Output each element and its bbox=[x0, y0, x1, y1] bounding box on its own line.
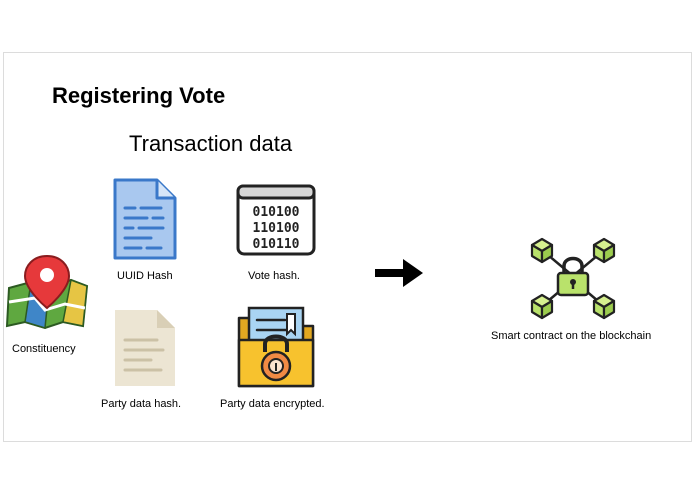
blockchain-lock-icon bbox=[528, 236, 618, 320]
transaction-data-heading: Transaction data bbox=[129, 131, 293, 156]
party-data-encrypted-label: Party data encrypted. bbox=[220, 398, 325, 410]
map-pin-icon bbox=[5, 252, 91, 330]
document-icon bbox=[111, 176, 179, 262]
document-icon bbox=[111, 306, 179, 390]
svg-text:110100: 110100 bbox=[253, 221, 300, 236]
diagram-title: Registering Vote bbox=[52, 83, 226, 108]
party-data-hash-label: Party data hash. bbox=[101, 398, 182, 410]
right-arrow-icon bbox=[375, 259, 423, 287]
uuid-hash-label: UUID Hash bbox=[117, 270, 173, 282]
vote-hash-label: Vote hash. bbox=[248, 270, 300, 282]
svg-text:010100: 010100 bbox=[253, 205, 300, 220]
binary-code-icon: 010100 110100 010110 bbox=[236, 184, 316, 256]
constituency-label: Constituency bbox=[12, 343, 76, 355]
smart-contract-label: Smart contract on the blockchain bbox=[491, 330, 652, 342]
svg-text:010110: 010110 bbox=[253, 237, 300, 252]
locked-folder-icon bbox=[235, 304, 319, 390]
